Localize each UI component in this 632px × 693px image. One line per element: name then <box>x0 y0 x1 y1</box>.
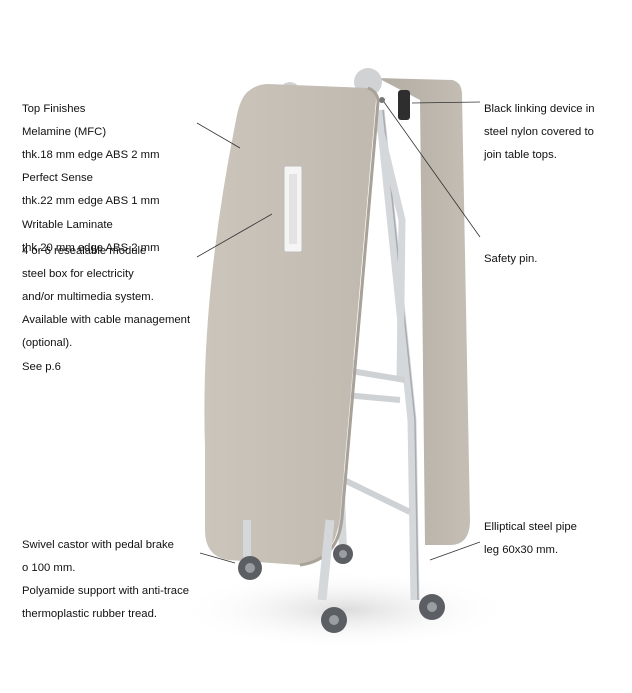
callout-line: leg 60x30 mm. <box>484 543 559 556</box>
linking-device <box>398 90 410 120</box>
back-leg-right <box>375 109 420 601</box>
callout-castor: Swivel castor with pedal brake o 100 mm.… <box>22 528 189 632</box>
callout-line: Swivel castor with pedal brake <box>22 538 174 551</box>
callout-linking-device: Black linking device in steel nylon cove… <box>484 92 595 173</box>
front-leg <box>317 519 335 601</box>
front-tabletop <box>204 84 376 565</box>
callout-line: Writable Laminate <box>22 218 113 231</box>
callout-safety-pin: Safety pin. <box>484 242 537 277</box>
callout-line: Perfect Sense <box>22 172 93 185</box>
callout-line: Top Finishes <box>22 102 86 115</box>
callout-line: See p.6 <box>22 360 61 373</box>
callout-line: steel nylon covered to <box>484 125 594 138</box>
callout-line: and/or multimedia system. <box>22 290 154 303</box>
callout-line: thk.22 mm edge ABS 1 mm <box>22 195 160 208</box>
callout-line: Safety pin. <box>484 252 538 265</box>
callout-line: steel box for electricity <box>22 267 134 280</box>
back-tabletop <box>378 78 470 545</box>
back-leg-right-edge <box>382 109 419 601</box>
callout-line: thk.20 mm edge ABS 2 mm <box>22 241 160 254</box>
callout-line: Black linking device in <box>484 102 595 115</box>
frame-brace <box>374 119 406 381</box>
callout-line: Available with cable management <box>22 314 191 327</box>
castor-back-left <box>333 544 353 564</box>
callout-line: Elliptical steel pipe <box>484 520 577 533</box>
leader-linking-device <box>411 101 481 104</box>
callout-module-box: 4 or 6 resealable module steel box for e… <box>22 234 190 385</box>
callout-line: Polyamide support with anti-trace <box>22 584 190 597</box>
safety-pin <box>379 97 385 103</box>
callout-line: thk.18 mm edge ABS 2 mm <box>22 148 160 161</box>
leader-leg <box>429 541 481 561</box>
callout-line: thermoplastic rubber tread. <box>22 608 158 621</box>
floor-shadow <box>175 570 515 650</box>
callout-line: o 100 mm. <box>22 561 76 574</box>
callout-line: Melamine (MFC) <box>22 125 107 138</box>
cross-bar-diag <box>344 392 401 403</box>
leader-top-finishes <box>196 122 241 149</box>
callout-line: join table tops. <box>484 148 557 161</box>
leader-castor <box>199 552 236 564</box>
castor-back-right <box>419 594 445 620</box>
module-box-slot <box>289 174 297 244</box>
front-tabletop-edge <box>299 86 380 567</box>
leader-safety-pin <box>383 101 481 238</box>
callout-leg: Elliptical steel pipe leg 60x30 mm. <box>484 510 577 568</box>
callout-line: (optional). <box>22 337 73 350</box>
leader-module-box <box>196 213 273 258</box>
cross-bar-lower <box>338 475 412 515</box>
callout-line: 4 or 6 resealable module <box>22 244 147 257</box>
castor-front-left <box>238 556 262 580</box>
callout-top-finishes: Top Finishes Melamine (MFC) thk.18 mm ed… <box>22 92 160 266</box>
castor-front-right <box>321 607 347 633</box>
